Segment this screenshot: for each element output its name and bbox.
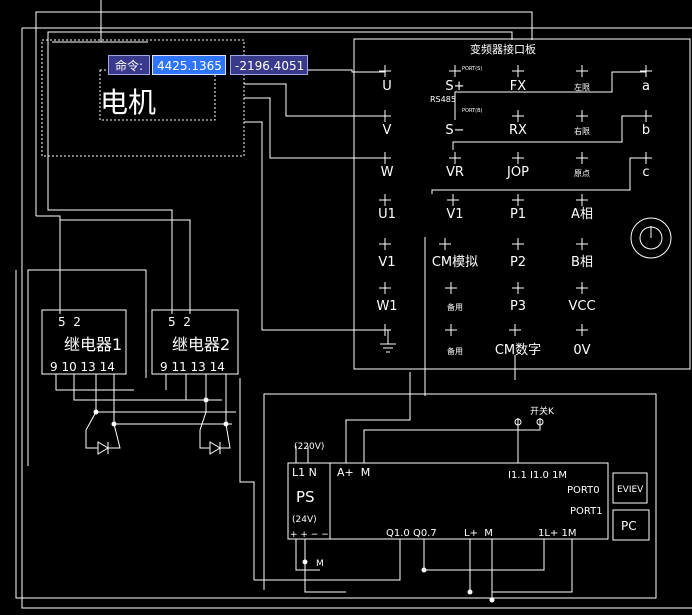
pc-label: PC xyxy=(621,519,637,533)
terminal-label: W xyxy=(381,165,394,180)
command-x-input[interactable]: 4425.1365 xyxy=(152,55,226,75)
terminal-label: b xyxy=(642,123,650,138)
plc-inputs-label: I1.1 I1.0 1M xyxy=(508,470,567,481)
motor-label: 电机 xyxy=(100,86,156,119)
relay2-top-pins: 5 2 xyxy=(168,315,191,329)
terminal-label: P3 xyxy=(510,299,526,314)
terminal-label: P2 xyxy=(510,255,526,270)
terminal-label: S+ xyxy=(445,79,464,94)
terminal-label: 右限 xyxy=(574,126,590,136)
terminal-label: CM数字 xyxy=(495,343,541,358)
port-b-label: PORT(B) xyxy=(462,108,482,114)
switch-label: 开关K xyxy=(530,405,555,417)
terminal-label: S− xyxy=(445,123,464,138)
drawing-frame xyxy=(21,28,692,609)
plc-q-outputs-label: Q1.0 Q0.7 xyxy=(386,528,437,539)
terminal-label: V1 xyxy=(378,255,395,270)
vfd-board-outline xyxy=(353,38,691,370)
terminal-label: 备用 xyxy=(447,346,463,356)
relay2-outline xyxy=(151,309,239,375)
plc-lplus-m-label: L+ M xyxy=(464,528,493,539)
terminal-label: U xyxy=(382,79,392,94)
terminal-label: P1 xyxy=(510,207,526,222)
pc-outline xyxy=(612,509,650,541)
plc-1l-label: 1L+ 1M xyxy=(538,528,576,539)
plc-m-node-label: M xyxy=(316,559,324,569)
terminal-label: A相 xyxy=(571,207,593,222)
rs485-label: RS485 xyxy=(430,95,456,104)
relay2-bottom-pins: 9 11 13 14 xyxy=(160,360,225,374)
plc-ac-label: (220V) xyxy=(294,442,324,452)
terminal-label: VR xyxy=(446,165,464,180)
terminal-label: V1 xyxy=(446,207,463,222)
terminal-label: 原点 xyxy=(574,169,590,178)
terminal-label: CM模拟 xyxy=(432,255,478,270)
relay2-label: 继电器2 xyxy=(172,335,230,354)
plc-ps-pins: + + − − xyxy=(290,530,329,540)
relay1-label: 继电器1 xyxy=(64,335,122,354)
terminal-label: JOP xyxy=(506,165,529,180)
terminal-label: RX xyxy=(509,123,527,138)
relay1-bottom-pins: 9 10 13 14 xyxy=(50,360,115,374)
terminal-label: V xyxy=(383,123,392,138)
plc-port0-label: PORT0 xyxy=(567,485,600,496)
command-y-input[interactable]: -2196.4051 xyxy=(230,55,308,75)
relay1-top-pins: 5 2 xyxy=(58,315,81,329)
terminal-label: U1 xyxy=(378,207,396,222)
terminal-label: a xyxy=(642,79,650,94)
plc-l1n-label: L1 N xyxy=(292,466,317,479)
terminal-label: B相 xyxy=(571,255,593,270)
terminal-label: W1 xyxy=(376,299,397,314)
plc-am-label: A+ M xyxy=(337,466,370,479)
eview-label: EVIEV xyxy=(617,485,644,495)
vfd-board-title: 变频器接口板 xyxy=(470,42,536,56)
terminal-label: 0V xyxy=(573,343,590,358)
command-label: 命令: xyxy=(108,55,150,75)
terminal-label: c xyxy=(642,165,649,180)
terminal-label: 左限 xyxy=(574,82,590,92)
plc-port1-label: PORT1 xyxy=(570,506,603,517)
eview-outline xyxy=(612,472,648,504)
plc-dc-label: (24V) xyxy=(292,515,317,525)
port-s-label: PORT(S) xyxy=(462,66,482,72)
plc-ps-label: PS xyxy=(296,488,315,506)
plc-outline xyxy=(287,462,609,540)
terminal-label: 备用 xyxy=(447,302,463,312)
relay1-outline xyxy=(41,309,127,375)
terminal-label: FX xyxy=(510,79,526,94)
terminal-label: VCC xyxy=(568,299,595,314)
